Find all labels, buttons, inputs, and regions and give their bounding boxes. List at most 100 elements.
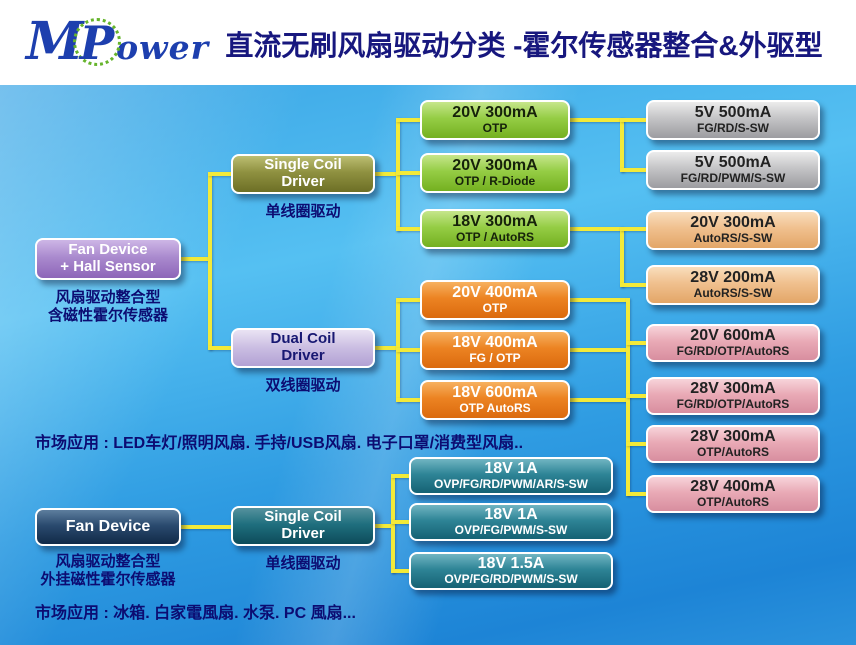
node-fan-device: Fan Device bbox=[35, 508, 181, 546]
node-subtitle: OTP bbox=[482, 121, 508, 136]
connector bbox=[568, 298, 628, 302]
connector bbox=[375, 524, 393, 528]
connector bbox=[620, 118, 648, 122]
node-title: 20V 600mA bbox=[690, 327, 776, 345]
node-subtitle: FG/RD/PWM/S-SW bbox=[680, 171, 786, 186]
node-subtitle: OVP/FG/PWM/S-SW bbox=[454, 523, 568, 538]
connector bbox=[568, 348, 628, 352]
node-title: 28V 400mA bbox=[690, 478, 776, 496]
connector bbox=[391, 569, 411, 573]
node-title: Single Coil bbox=[264, 156, 342, 174]
connector bbox=[620, 283, 648, 287]
node-title: 18V 300mA bbox=[452, 213, 538, 231]
node-spec-teal-2: 18V 1A OVP/FG/PWM/S-SW bbox=[409, 503, 613, 541]
node-subtitle: OTP/AutoRS bbox=[697, 495, 769, 510]
node-spec-pink-4: 28V 400mA OTP/AutoRS bbox=[646, 475, 820, 513]
connector bbox=[396, 118, 422, 122]
node-title: 18V 600mA bbox=[452, 384, 538, 402]
node-spec-green-1: 20V 300mA OTP bbox=[420, 100, 570, 140]
node-title: Fan Device bbox=[68, 241, 148, 259]
connector bbox=[208, 172, 233, 176]
logo-letter-p: P bbox=[79, 16, 115, 70]
node-subtitle: OVP/FG/RD/PWM/S-SW bbox=[444, 572, 578, 587]
node-subtitle: OTP AutoRS bbox=[459, 401, 531, 416]
node-spec-peach-2: 28V 200mA AutoRS/S-SW bbox=[646, 265, 820, 305]
node-spec-teal-3: 18V 1.5A OVP/FG/RD/PWM/S-SW bbox=[409, 552, 613, 590]
connector bbox=[620, 168, 648, 172]
caption-magnetic-hall: 含磁性霍尔传感器 bbox=[47, 307, 168, 324]
connector bbox=[620, 227, 648, 231]
connector bbox=[180, 257, 210, 261]
caption-single-coil-bottom: 单线圈驱动 bbox=[265, 555, 341, 572]
market-applications-bottom: 市场应用 : 冰箱. 白家電風扇. 水泵. PC 風扇... bbox=[35, 605, 356, 622]
node-spec-peach-1: 20V 300mA AutoRS/S-SW bbox=[646, 210, 820, 250]
node-spec-green-3: 18V 300mA OTP / AutoRS bbox=[420, 209, 570, 249]
node-title: 20V 400mA bbox=[452, 284, 538, 302]
node-spec-pink-3: 28V 300mA OTP/AutoRS bbox=[646, 425, 820, 463]
connector bbox=[375, 172, 398, 176]
node-subtitle: OTP bbox=[482, 301, 508, 316]
connector bbox=[208, 346, 233, 350]
node-title: 18V 1A bbox=[484, 460, 538, 478]
node-title: Driver bbox=[281, 347, 325, 364]
node-title: 5V 500mA bbox=[694, 104, 772, 122]
node-subtitle: OTP / AutoRS bbox=[456, 230, 534, 245]
connector bbox=[396, 298, 422, 302]
node-title: + Hall Sensor bbox=[60, 258, 156, 275]
node-title: 20V 300mA bbox=[452, 104, 538, 122]
node-subtitle: FG/RD/OTP/AutoRS bbox=[676, 397, 790, 412]
node-title: 5V 500mA bbox=[694, 154, 772, 172]
connector bbox=[626, 492, 648, 496]
caption-dual-coil: 双线圈驱动 bbox=[265, 377, 341, 394]
connector bbox=[208, 172, 212, 350]
connector bbox=[568, 118, 622, 122]
page-title: 直流无刷风扇驱动分类 -霍尔传感器整合&外驱型 bbox=[225, 30, 823, 61]
logo-dotted-ring-icon bbox=[72, 18, 121, 66]
header-bar: M P ower 直流无刷风扇驱动分类 -霍尔传感器整合&外驱型 bbox=[0, 0, 856, 85]
node-title: 20V 300mA bbox=[452, 157, 538, 175]
node-subtitle: OTP/AutoRS bbox=[697, 445, 769, 460]
node-title: 18V 400mA bbox=[452, 334, 538, 352]
connector bbox=[568, 227, 622, 231]
node-title: 18V 1.5A bbox=[477, 555, 545, 573]
connector bbox=[620, 227, 624, 287]
node-title: Fan Device bbox=[65, 518, 151, 536]
caption-single-coil-top: 单线圈驱动 bbox=[265, 203, 341, 220]
connector bbox=[396, 348, 422, 352]
market-applications-top: 市场应用 : LED车灯/照明风扇. 手持/USB风扇. 电子口罩/消费型风扇.… bbox=[35, 435, 524, 452]
node-single-coil-driver-top: Single Coil Driver bbox=[231, 154, 375, 194]
connector bbox=[396, 227, 422, 231]
node-subtitle: FG / OTP bbox=[469, 351, 521, 366]
node-subtitle: OTP / R-Diode bbox=[454, 174, 536, 189]
node-spec-orange-1: 20V 400mA OTP bbox=[420, 280, 570, 320]
node-title: 28V 300mA bbox=[690, 380, 776, 398]
node-single-coil-driver-bottom: Single Coil Driver bbox=[231, 506, 375, 546]
connector bbox=[626, 442, 648, 446]
node-dual-coil-driver: Dual Coil Driver bbox=[231, 328, 375, 368]
node-title: Driver bbox=[281, 525, 325, 542]
caption-integrated-type: 风扇驱动整合型 bbox=[55, 289, 161, 306]
node-title: 20V 300mA bbox=[690, 214, 776, 232]
node-spec-orange-2: 18V 400mA FG / OTP bbox=[420, 330, 570, 370]
node-subtitle: OVP/FG/RD/PWM/AR/S-SW bbox=[434, 477, 588, 492]
connector bbox=[180, 525, 233, 529]
node-subtitle: FG/RD/OTP/AutoRS bbox=[676, 344, 790, 359]
node-subtitle: AutoRS/S-SW bbox=[693, 286, 773, 301]
connector bbox=[620, 118, 624, 172]
connector bbox=[396, 398, 422, 402]
node-spec-pink-2: 28V 300mA FG/RD/OTP/AutoRS bbox=[646, 377, 820, 415]
connector bbox=[396, 171, 422, 175]
node-spec-gray-2: 5V 500mA FG/RD/PWM/S-SW bbox=[646, 150, 820, 190]
caption-external-hall: 外挂磁性霍尔传感器 bbox=[40, 571, 176, 588]
node-title: Dual Coil bbox=[270, 330, 336, 348]
node-spec-teal-1: 18V 1A OVP/FG/RD/PWM/AR/S-SW bbox=[409, 457, 613, 495]
caption-integrated-type-bottom: 风扇驱动整合型 bbox=[55, 553, 161, 570]
node-title: Single Coil bbox=[264, 508, 342, 526]
connector bbox=[626, 341, 648, 345]
connector bbox=[626, 394, 648, 398]
mpower-logo: M P ower bbox=[26, 16, 209, 68]
node-title: 28V 300mA bbox=[690, 428, 776, 446]
connector bbox=[391, 520, 411, 524]
node-subtitle: AutoRS/S-SW bbox=[693, 231, 773, 246]
